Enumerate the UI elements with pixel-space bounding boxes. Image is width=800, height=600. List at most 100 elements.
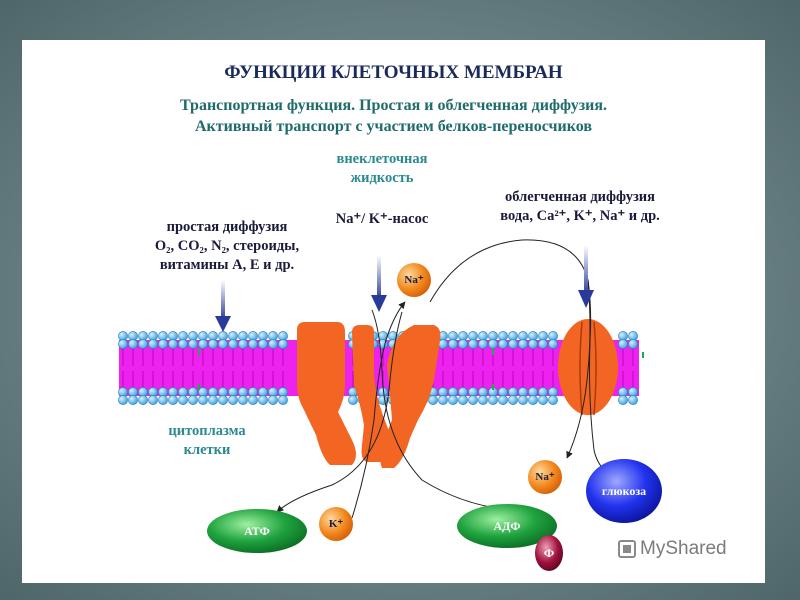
phospholipid-head — [248, 395, 258, 405]
phospholipid-head — [528, 339, 538, 349]
pump-label: Na⁺/ K⁺-насос — [335, 211, 429, 227]
k-label: K⁺ — [328, 518, 344, 530]
phospholipid-head — [138, 339, 148, 349]
phospholipid-head — [618, 395, 628, 405]
phospholipid-head — [258, 395, 268, 405]
phospholipid-head — [458, 339, 468, 349]
phospholipid-head — [208, 395, 218, 405]
atp-label: АТФ — [244, 524, 270, 538]
facilitated-diffusion-label: облегченная диффузия вода, Ca²⁺, K⁺, Na⁺… — [470, 188, 690, 226]
phospholipid-head — [168, 395, 178, 405]
phospholipid-head — [548, 339, 558, 349]
phospholipid-head — [258, 339, 268, 349]
membrane-diagram — [118, 239, 662, 571]
pump-flow-arrows — [276, 239, 619, 519]
phospholipid-head — [548, 395, 558, 405]
phospholipid-head — [348, 395, 358, 405]
phospholipid-head — [448, 395, 458, 405]
k-ion — [319, 507, 353, 541]
page-title: ФУНКЦИИ КЛЕТОЧНЫХ МЕМБРАН — [224, 62, 563, 83]
simple-diffusion-line-3: витамины А, Е и др. — [159, 257, 295, 273]
phospholipid-head — [228, 339, 238, 349]
phospholipid-head — [458, 395, 468, 405]
facilitated-diffusion-arrow — [578, 245, 594, 308]
extracellular-label: внеклеточная жидкость — [312, 150, 452, 188]
phospholipid-head — [498, 395, 508, 405]
phospholipid-head — [488, 339, 498, 349]
phospholipid-head — [118, 339, 128, 349]
phospholipid-head — [248, 339, 258, 349]
phospholipid-head — [468, 339, 478, 349]
cytoplasm-label: цитоплазма клетки — [152, 422, 262, 460]
phospholipid-head — [178, 339, 188, 349]
phospholipid-head — [228, 395, 238, 405]
phospholipid-head — [218, 395, 228, 405]
subtitle: Транспортная функция. Простая и облегчен… — [22, 95, 765, 137]
phospholipid-head — [278, 395, 288, 405]
slide: ФУНКЦИИ КЛЕТОЧНЫХ МЕМБРАН Транспортная ф… — [22, 40, 765, 583]
phospholipid-head — [478, 395, 488, 405]
phospholipid-head — [278, 339, 288, 349]
glucose-molecule — [586, 459, 662, 523]
pump-arrow — [371, 255, 387, 312]
simple-diffusion-title: простая диффузия — [166, 219, 288, 235]
phospholipid-head — [118, 395, 128, 405]
phospholipid-head — [268, 339, 278, 349]
phospholipid-head — [438, 395, 448, 405]
phospholipid-head — [528, 395, 538, 405]
phospholipid-head — [238, 339, 248, 349]
subtitle-line-1: Транспортная функция. Простая и облегчен… — [179, 97, 608, 114]
phosphate-label: Ф — [543, 546, 555, 560]
extracellular-line-2: жидкость — [350, 170, 414, 186]
ion-markers — [198, 349, 644, 390]
na-k-pump-protein — [297, 322, 441, 468]
phospholipid-head — [628, 339, 638, 349]
watermark-text: MyShared — [640, 538, 727, 559]
myshared-logo-icon — [618, 540, 636, 558]
glucose-label: глюкоза — [601, 484, 647, 498]
phospholipid-head — [128, 395, 138, 405]
phospholipid-head — [158, 395, 168, 405]
phospholipid-head — [148, 395, 158, 405]
phospholipid-head — [518, 395, 528, 405]
phospholipid-head — [488, 395, 498, 405]
facilitated-line-2: вода, Ca²⁺, K⁺, Na⁺ и др. — [500, 208, 660, 224]
subtitle-line-2: Активный транспорт с участием белков-пер… — [194, 118, 593, 135]
diffusion-arrows — [215, 245, 594, 332]
watermark-logo: MyShared — [618, 538, 727, 560]
phosphate-molecule — [535, 535, 563, 571]
phospholipid-head — [508, 339, 518, 349]
phospholipid-head — [218, 339, 228, 349]
phospholipid-head — [538, 339, 548, 349]
na-ion-top — [397, 263, 431, 297]
phospholipid-head — [148, 339, 158, 349]
adp-molecule — [457, 504, 557, 548]
phospholipid-head — [188, 395, 198, 405]
cytoplasm-line-2: клетки — [183, 442, 231, 458]
na-top-label: Na⁺ — [404, 274, 424, 286]
cytoplasm-line-1: цитоплазма — [168, 423, 246, 439]
phospholipid-head — [268, 395, 278, 405]
phospholipid-head — [508, 395, 518, 405]
phospholipid-head — [128, 339, 138, 349]
phospholipid-head — [158, 339, 168, 349]
phospholipid-head — [208, 339, 218, 349]
phospholipid-head — [178, 395, 188, 405]
facilitated-title: облегченная диффузия — [504, 189, 655, 205]
phospholipid-head — [448, 339, 458, 349]
phospholipid-head — [478, 339, 488, 349]
phospholipid-head — [138, 395, 148, 405]
phospholipid-head — [198, 339, 208, 349]
phospholipid-head — [238, 395, 248, 405]
extracellular-line-1: внеклеточная — [336, 151, 428, 167]
simple-diffusion-label: простая диффузия O₂, CO₂, N₂, стероиды, … — [117, 218, 337, 275]
phospholipid-head — [428, 395, 438, 405]
phospholipid-head — [168, 339, 178, 349]
phospholipid-head — [468, 395, 478, 405]
simple-diffusion-line-2: O₂, CO₂, N₂, стероиды, — [154, 238, 300, 254]
phospholipid-head — [518, 339, 528, 349]
phospholipid-head — [188, 339, 198, 349]
phospholipid-head — [498, 339, 508, 349]
phospholipid-head — [628, 395, 638, 405]
simple-diffusion-arrow — [215, 280, 231, 332]
